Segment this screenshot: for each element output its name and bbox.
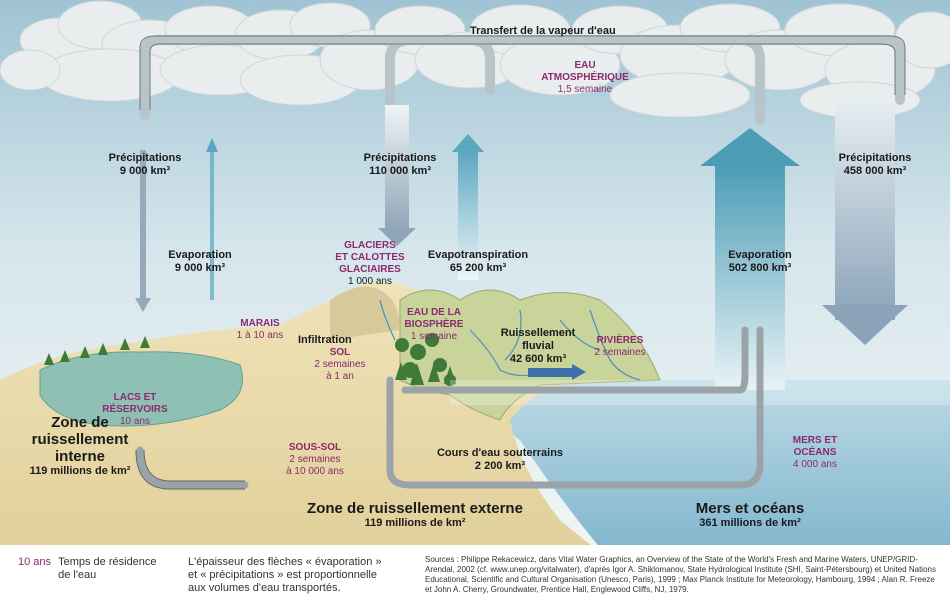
sous-sol-residence-1: 2 semaines (289, 454, 341, 465)
rivieres-residence: 2 semaines (594, 347, 646, 358)
lacs-line-2: RÉSERVOIRS (102, 404, 168, 415)
precip-external-label: Précipitations 110 000 km³ (345, 152, 455, 178)
lacs-residence: 10 ans (119, 416, 151, 427)
legend-key-text-2: de l'eau (58, 569, 97, 581)
precip-external-title: Précipitations (363, 152, 437, 164)
legend-note-2: et « précipitations » est proportionnell… (188, 569, 377, 581)
sol-label: SOL 2 semaines à 1 an (300, 347, 380, 383)
precip-ocean-title: Précipitations (838, 152, 912, 164)
evap-ocean-label: Evaporation 502 800 km³ (710, 249, 810, 275)
evapotranspiration-label: Evapotranspiration 65 200 km³ (418, 249, 538, 275)
vapor-transfer-label: Transfert de la vapeur d'eau (470, 25, 616, 37)
evapotranspiration-title: Evapotranspiration (427, 249, 529, 261)
groundwater-title: Cours d'eau souterrains (436, 447, 564, 459)
legend-key: 10 ans Temps de résidence de l'eau (18, 556, 168, 582)
sous-sol-label: SOUS-SOL 2 semaines à 10 000 ans (265, 442, 365, 478)
precip-internal-title: Précipitations (108, 152, 182, 164)
evap-ocean-title: Evaporation (728, 249, 792, 261)
groundwater-value: 2 200 km³ (474, 460, 526, 472)
groundwater-label: Cours d'eau souterrains 2 200 km³ (420, 447, 580, 473)
mers-label: MERS ET OCÉANS 4 000 ans (775, 435, 855, 471)
sol-line-1: SOL (329, 347, 351, 358)
precip-internal-value: 9 000 km³ (119, 165, 171, 177)
vapor-channel (140, 35, 905, 125)
legend-key-text: Temps de résidence de l'eau (58, 556, 156, 582)
glaciers-label: GLACIERS ET CALOTTES GLACIAIRES 1 000 an… (320, 240, 420, 288)
evapotranspiration-value: 65 200 km³ (449, 262, 507, 274)
evap-internal-label: Evaporation 9 000 km³ (150, 249, 250, 275)
biosphere-residence: 1 semaine (410, 331, 458, 342)
mers-line-1: MERS ET (792, 435, 838, 446)
zone-external-area: 119 millions de km² (364, 517, 466, 529)
sol-residence-1: 2 semaines (314, 359, 366, 370)
runoff-value: 42 600 km³ (509, 353, 567, 365)
legend-note: L'épaisseur des flèches « évaporation » … (188, 556, 403, 595)
lacs-line-1: LACS ET (113, 392, 157, 403)
marais-label: MARAIS 1 à 10 ans (225, 318, 295, 342)
mers-residence: 4 000 ans (793, 459, 837, 470)
biosphere-line-1: EAU DE LA (407, 307, 461, 318)
flow-channel-lines (135, 449, 245, 490)
evap-internal-value: 9 000 km³ (174, 262, 226, 274)
atmosphere-title-2: ATMOSPHÉRIQUE (541, 72, 629, 83)
mers-line-2: OCÉANS (793, 447, 837, 458)
precip-internal-label: Précipitations 9 000 km³ (95, 152, 195, 178)
biosphere-label: EAU DE LA BIOSPHÈRE 1 semaine (394, 307, 474, 343)
zone-ocean-area: 361 millions de km² (699, 517, 801, 529)
atmosphere-title-1: EAU (574, 60, 596, 71)
zone-external-title: Zone de ruissellement externe (307, 500, 523, 517)
sol-residence-2: à 1 an (326, 371, 354, 382)
glaciers-line-3: GLACIAIRES (339, 264, 401, 275)
vapor-channel-lines (139, 35, 906, 110)
biosphere-line-2: BIOSPHÈRE (404, 319, 464, 330)
zone-ocean-label: Mers et océans 361 millions de km² (670, 500, 830, 530)
evap-ocean-value: 502 800 km³ (728, 262, 792, 274)
runoff-label: Ruissellement fluvial 42 600 km³ (488, 327, 588, 366)
zone-internal-line-2: ruissellement (31, 431, 129, 448)
rivers (379, 299, 641, 381)
sous-sol-line-1: SOUS-SOL (288, 442, 342, 453)
rivieres-line-1: RIVIÈRES (596, 335, 644, 346)
legend-key-sample: 10 ans (18, 556, 52, 568)
precip-external-value: 110 000 km³ (369, 165, 431, 177)
runoff-title-2: fluvial (522, 340, 554, 352)
infiltration-label: Infiltration (298, 334, 352, 346)
zone-internal-label: Zone de ruissellement interne 119 millio… (5, 414, 155, 478)
atmospheric-water-label: EAU ATMOSPHÉRIQUE 1,5 semaine (540, 60, 630, 96)
zone-internal-line-3: interne (54, 448, 105, 465)
glaciers-line-1: GLACIERS (344, 240, 396, 251)
glaciers-line-2: ET CALOTTES (335, 252, 405, 263)
evap-internal-title: Evaporation (168, 249, 232, 261)
glaciers-residence: 1 000 ans (348, 276, 392, 287)
atmosphere-residence: 1,5 semaine (557, 84, 613, 95)
runoff-title-1: Ruissellement (500, 327, 576, 339)
sources-text: Sources : Philippe Rekacewicz, dans Vita… (425, 555, 936, 594)
rivieres-label: RIVIÈRES 2 semaines (580, 335, 660, 359)
zone-ocean-title: Mers et océans (695, 500, 805, 517)
marais-line-1: MARAIS (240, 318, 280, 329)
zone-internal-line-1: Zone de (51, 414, 109, 431)
precip-ocean-label: Précipitations 458 000 km³ (820, 152, 930, 178)
precip-ocean-value: 458 000 km³ (843, 165, 907, 177)
flow-channels (136, 326, 764, 489)
zone-external-label: Zone de ruissellement externe 119 millio… (275, 500, 555, 530)
trees (44, 333, 456, 386)
legend-key-text-1: Temps de résidence (58, 556, 157, 568)
lacs-label: LACS ET RÉSERVOIRS 10 ans (90, 392, 180, 428)
marais-residence: 1 à 10 ans (236, 330, 284, 341)
sous-sol-residence-2: à 10 000 ans (286, 466, 344, 477)
legend-note-3: aux volumes d'eau transportés. (188, 582, 341, 594)
legend-note-1: L'épaisseur des flèches « évaporation » (188, 556, 382, 568)
zone-internal-area: 119 millions de km² (29, 465, 131, 477)
